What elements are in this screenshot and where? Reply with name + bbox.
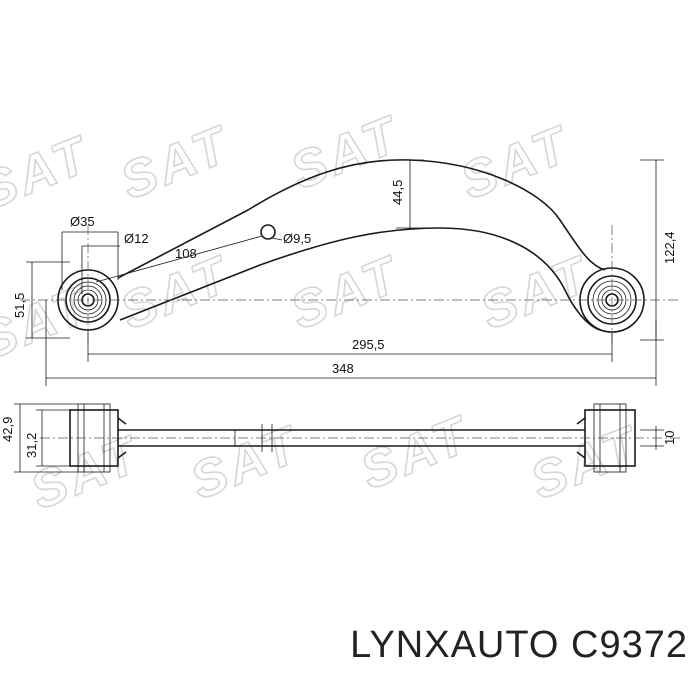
watermark-layer: SAT SAT SAT SAT SAT SAT SAT SAT SAT SAT …	[0, 104, 649, 521]
dim-d35: Ø35	[70, 214, 95, 229]
dim-295-5: 295,5	[352, 337, 385, 352]
dim-d12: Ø12	[124, 231, 149, 246]
watermark: SAT	[283, 245, 409, 341]
dim-348: 348	[332, 361, 354, 376]
dim-51-5: 51,5	[12, 293, 27, 318]
part-caption: LYNXAUTO C9372	[350, 624, 688, 666]
arm-side-view	[40, 403, 680, 473]
mounting-hole	[260, 224, 276, 240]
dim-d9-5: Ø9,5	[283, 231, 311, 246]
dim-44-5: 44,5	[390, 180, 405, 205]
watermark: SAT	[473, 245, 599, 341]
dim-10: 10	[662, 431, 677, 445]
side-dimension-lines: 42,9 31,2 10	[0, 403, 677, 473]
watermark: SAT	[0, 125, 99, 221]
watermark: SAT	[353, 405, 479, 501]
technical-drawing: SAT SAT SAT SAT SAT SAT SAT SAT SAT SAT …	[0, 104, 680, 522]
watermark: SAT	[0, 275, 99, 371]
dim-42-9: 42,9	[0, 417, 15, 442]
dim-108: 108	[175, 246, 197, 261]
watermark: SAT	[113, 115, 239, 211]
arm-outline	[117, 159, 606, 331]
dimension-lines: Ø35 Ø12 108 Ø9,5 44,5 51,5 122,4 295,5	[12, 159, 677, 386]
watermark: SAT	[453, 115, 579, 211]
dim-122-4: 122,4	[662, 231, 677, 264]
dim-31-2: 31,2	[24, 433, 39, 458]
